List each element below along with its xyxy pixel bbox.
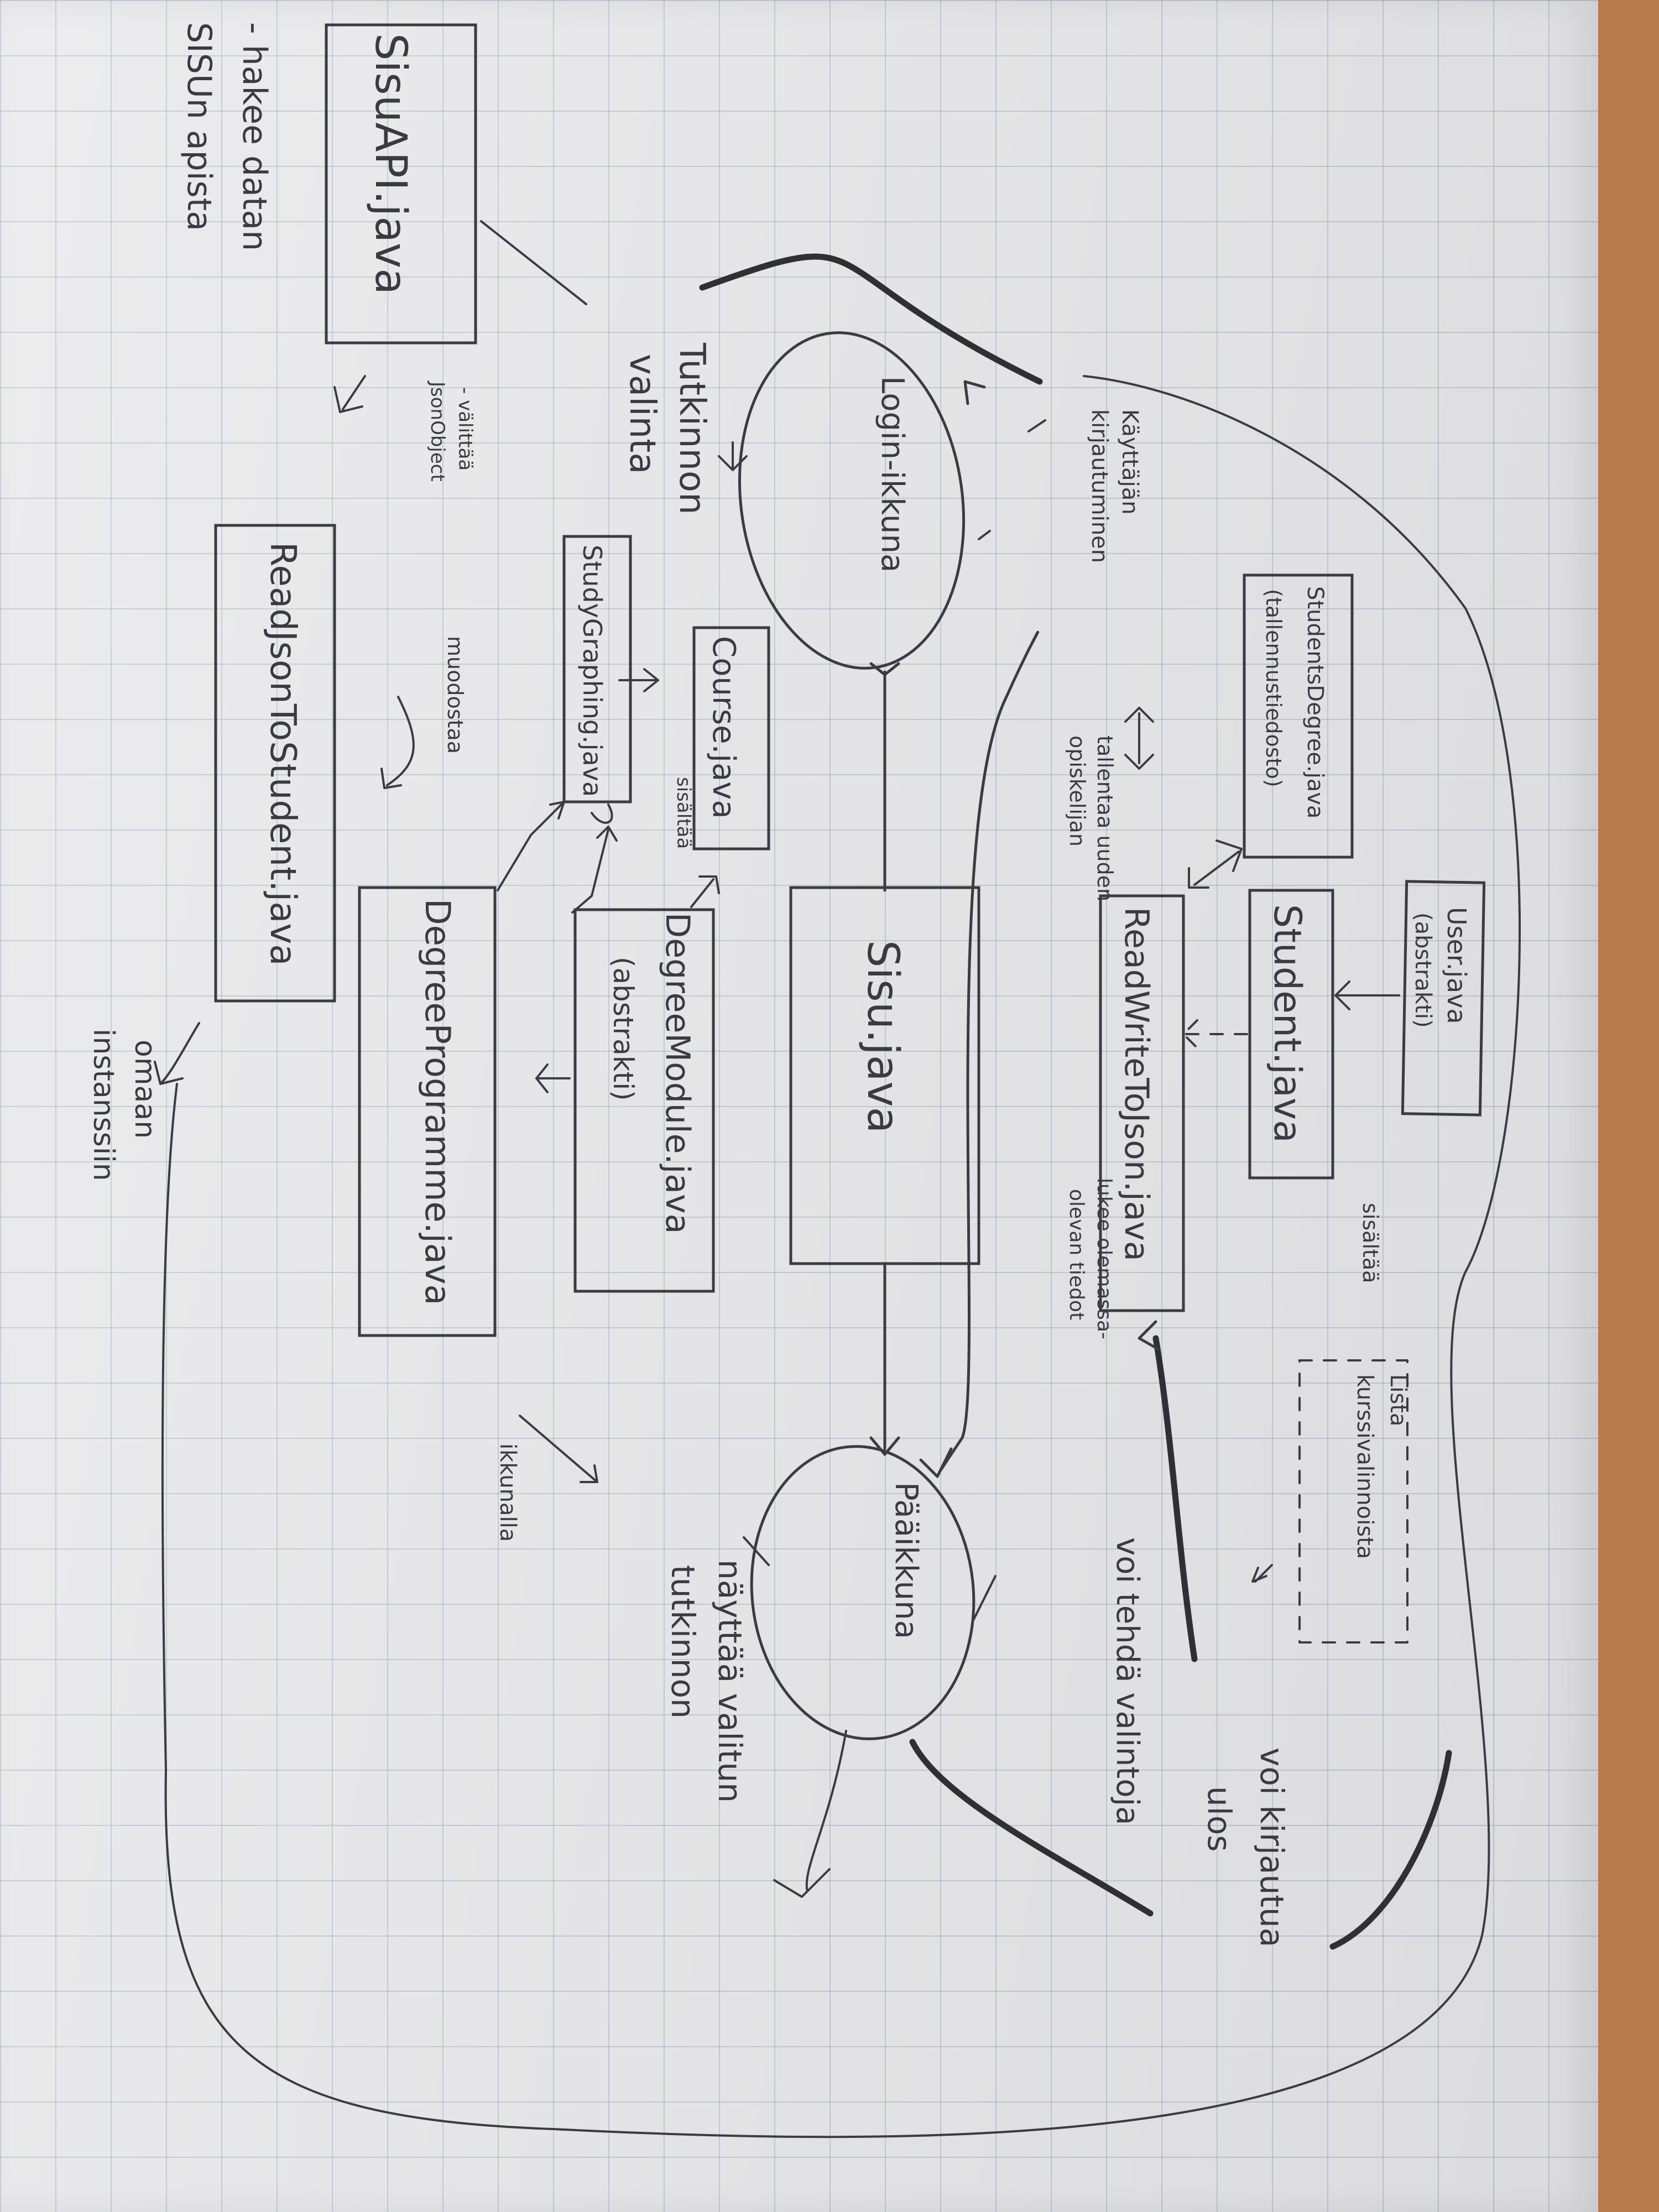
mainwindow-tick-2 [743, 1536, 770, 1566]
note-sisu-api: - hakee datan SISUn apista [180, 22, 274, 251]
note-nayttaa-line1: näyttää valitun [711, 1559, 749, 1803]
sisuapi-note-line [480, 220, 587, 305]
note-tutkinnon-line1: Tutkinnon [671, 342, 712, 515]
sisu-to-main-arrowhead [869, 1436, 900, 1456]
box-degree-module-subtitle: (abstrakti) [607, 957, 639, 1101]
note-kirjautuminen: Käyttäjän kirjautuminen [1087, 409, 1142, 563]
degreemodule-down-arrow [535, 1063, 571, 1093]
degreemodule-studygraph-arrow [571, 826, 618, 914]
note-omaan: omaan instanssiin [87, 1029, 161, 1181]
note-tutkinnon-line2: valinta [622, 354, 662, 474]
box-degree-module-title: DegreeModule.java [658, 912, 697, 1234]
box-student: Student.java [1248, 889, 1334, 1180]
tallentaa-double-arrow [1124, 707, 1154, 770]
note-json-line2: JsonObject [426, 380, 448, 482]
note-nayttaa: näyttää valitun tutkinnon [664, 1559, 749, 1803]
logout-scribble [909, 1739, 1154, 1917]
note-tallentaa-line2: opiskelijan [1065, 735, 1089, 847]
sisuapi-to-readjson-arrow [333, 375, 366, 413]
note-tallentaa: tallentaa uuden opiskelijan [1065, 735, 1117, 901]
sisu-to-login-arrowhead [869, 662, 900, 676]
note-sisaltaa-course: sisältää [672, 777, 695, 849]
note-sisu-api-line2: SISUn apista [180, 22, 218, 231]
box-sisu-label: Sisu.java [858, 940, 907, 1133]
box-degree-module: DegreeModule.java (abstrakti) [573, 908, 715, 1293]
note-lukee-line2: olevan tiedot [1065, 1189, 1088, 1320]
note-json-objects: - välittää JsonObject [426, 380, 476, 482]
student-to-readwrite-arrow [1182, 1019, 1248, 1049]
note-voi-kirjautua-line1: voi kirjautua [1253, 1747, 1291, 1947]
user-to-student-arrow [1334, 980, 1400, 1010]
choices-scribble [1152, 1335, 1198, 1662]
box-user-subtitle: (abstrakti) [1410, 912, 1436, 1028]
note-muodostaa: muodostaa [443, 636, 467, 754]
box-study-graphing-label: StudyGraphing.java [577, 545, 607, 797]
box-students-degree: StudentsDegree.java (tallennustiedosto) [1243, 573, 1354, 859]
note-sisaltaa-user: sisältää [1358, 1203, 1383, 1283]
login-return-arrowhead [963, 380, 986, 405]
note-omaan-line2: instanssiin [87, 1029, 120, 1181]
studygraph-curl [591, 804, 613, 824]
tutkinnon-arrow [718, 441, 748, 471]
ikkunalla-arrow [519, 1415, 598, 1483]
note-voi-kirjautua-line2: ulos [1201, 1786, 1238, 1852]
login-window-label: Login-ikkuna [874, 376, 910, 572]
box-degree-programme-label: DegreeProgramme.java [418, 899, 458, 1305]
login-tick-2 [1027, 419, 1046, 432]
studentsdegree-readwrite-arrow [1188, 839, 1243, 889]
box-read-write-label: ReadWriteToJson.java [1117, 907, 1156, 1261]
login-tick-1 [978, 530, 991, 540]
box-student-label: Student.java [1265, 904, 1309, 1143]
note-lista-line1: Lista [1385, 1374, 1411, 1426]
box-user-title: User.java [1442, 907, 1472, 1024]
main-window-node: Pääikkuna [750, 1445, 975, 1740]
note-kirjautuminen-line1: Käyttäjän [1117, 409, 1142, 515]
note-nayttaa-line2: tutkinnon [664, 1565, 702, 1719]
studygraph-course-arrow [618, 668, 659, 692]
degreemodule-course-arrow [690, 875, 720, 908]
mainwindow-tick-1 [972, 1575, 997, 1621]
box-read-write-to-json: ReadWriteToJson.java [1099, 894, 1185, 1312]
note-lista: Lista kurssivalinnoista [1298, 1359, 1411, 1644]
box-sisu-api: SisuAPI.java [325, 23, 477, 345]
box-degree-programme: DegreeProgramme.java [358, 886, 497, 1337]
box-read-json-to-student: ReadJsonToStudent.java [214, 524, 336, 1003]
lista-arrow [1251, 1564, 1273, 1583]
box-students-degree-title: StudentsDegree.java [1302, 586, 1328, 818]
muodostaa-arrow [380, 696, 415, 789]
login-return-scribble [699, 253, 1043, 385]
note-omaan-line1: omaan [128, 1040, 161, 1139]
note-kirjautuminen-line2: kirjautuminen [1087, 409, 1112, 563]
note-ikkunalla: ikkunalla [495, 1443, 520, 1542]
note-voi-tehda: voi tehdä valintoja [1109, 1537, 1145, 1825]
note-lukee: lukee olemassa- olevan tiedot [1065, 1178, 1115, 1339]
choices-arrowhead [1138, 1320, 1160, 1351]
box-course-label: Course.java [706, 636, 742, 819]
note-lukee-line1: lukee olemassa- [1093, 1178, 1115, 1339]
connector-lines [154, 220, 1521, 2138]
box-read-json-label: ReadJsonToStudent.java [262, 542, 303, 966]
login-to-main-loop [919, 630, 1040, 1478]
note-json-line1: - välittää [454, 387, 476, 471]
mainwindow-self-arrow [773, 1730, 847, 1898]
readjson-return-arrow [154, 1022, 200, 1085]
note-lista-line2: kurssivalinnoista [1352, 1374, 1378, 1559]
degreeprogramme-studygraph-arrow [497, 801, 565, 891]
main-window-label: Pääikkuna [888, 1482, 924, 1639]
box-sisu-api-label: SisuAPI.java [366, 33, 415, 295]
note-tutkinnon-valinta: Tutkinnon valinta [622, 342, 712, 515]
box-students-degree-subtitle: (tallennustiedosto) [1261, 589, 1286, 787]
note-voi-kirjautua: voi kirjautua ulos [1201, 1747, 1291, 1947]
box-user: User.java (abstrakti) [1401, 880, 1486, 1117]
outer-loop [161, 375, 1521, 2138]
box-course: Course.java [692, 626, 770, 851]
note-sisu-api-line1: - hakee datan [235, 22, 274, 251]
box-study-graphing: StudyGraphing.java [562, 535, 632, 804]
note-tallentaa-line1: tallentaa uuden [1093, 735, 1117, 901]
loop-scribble [1329, 1750, 1452, 1950]
box-sisu-java: Sisu.java [789, 886, 980, 1265]
